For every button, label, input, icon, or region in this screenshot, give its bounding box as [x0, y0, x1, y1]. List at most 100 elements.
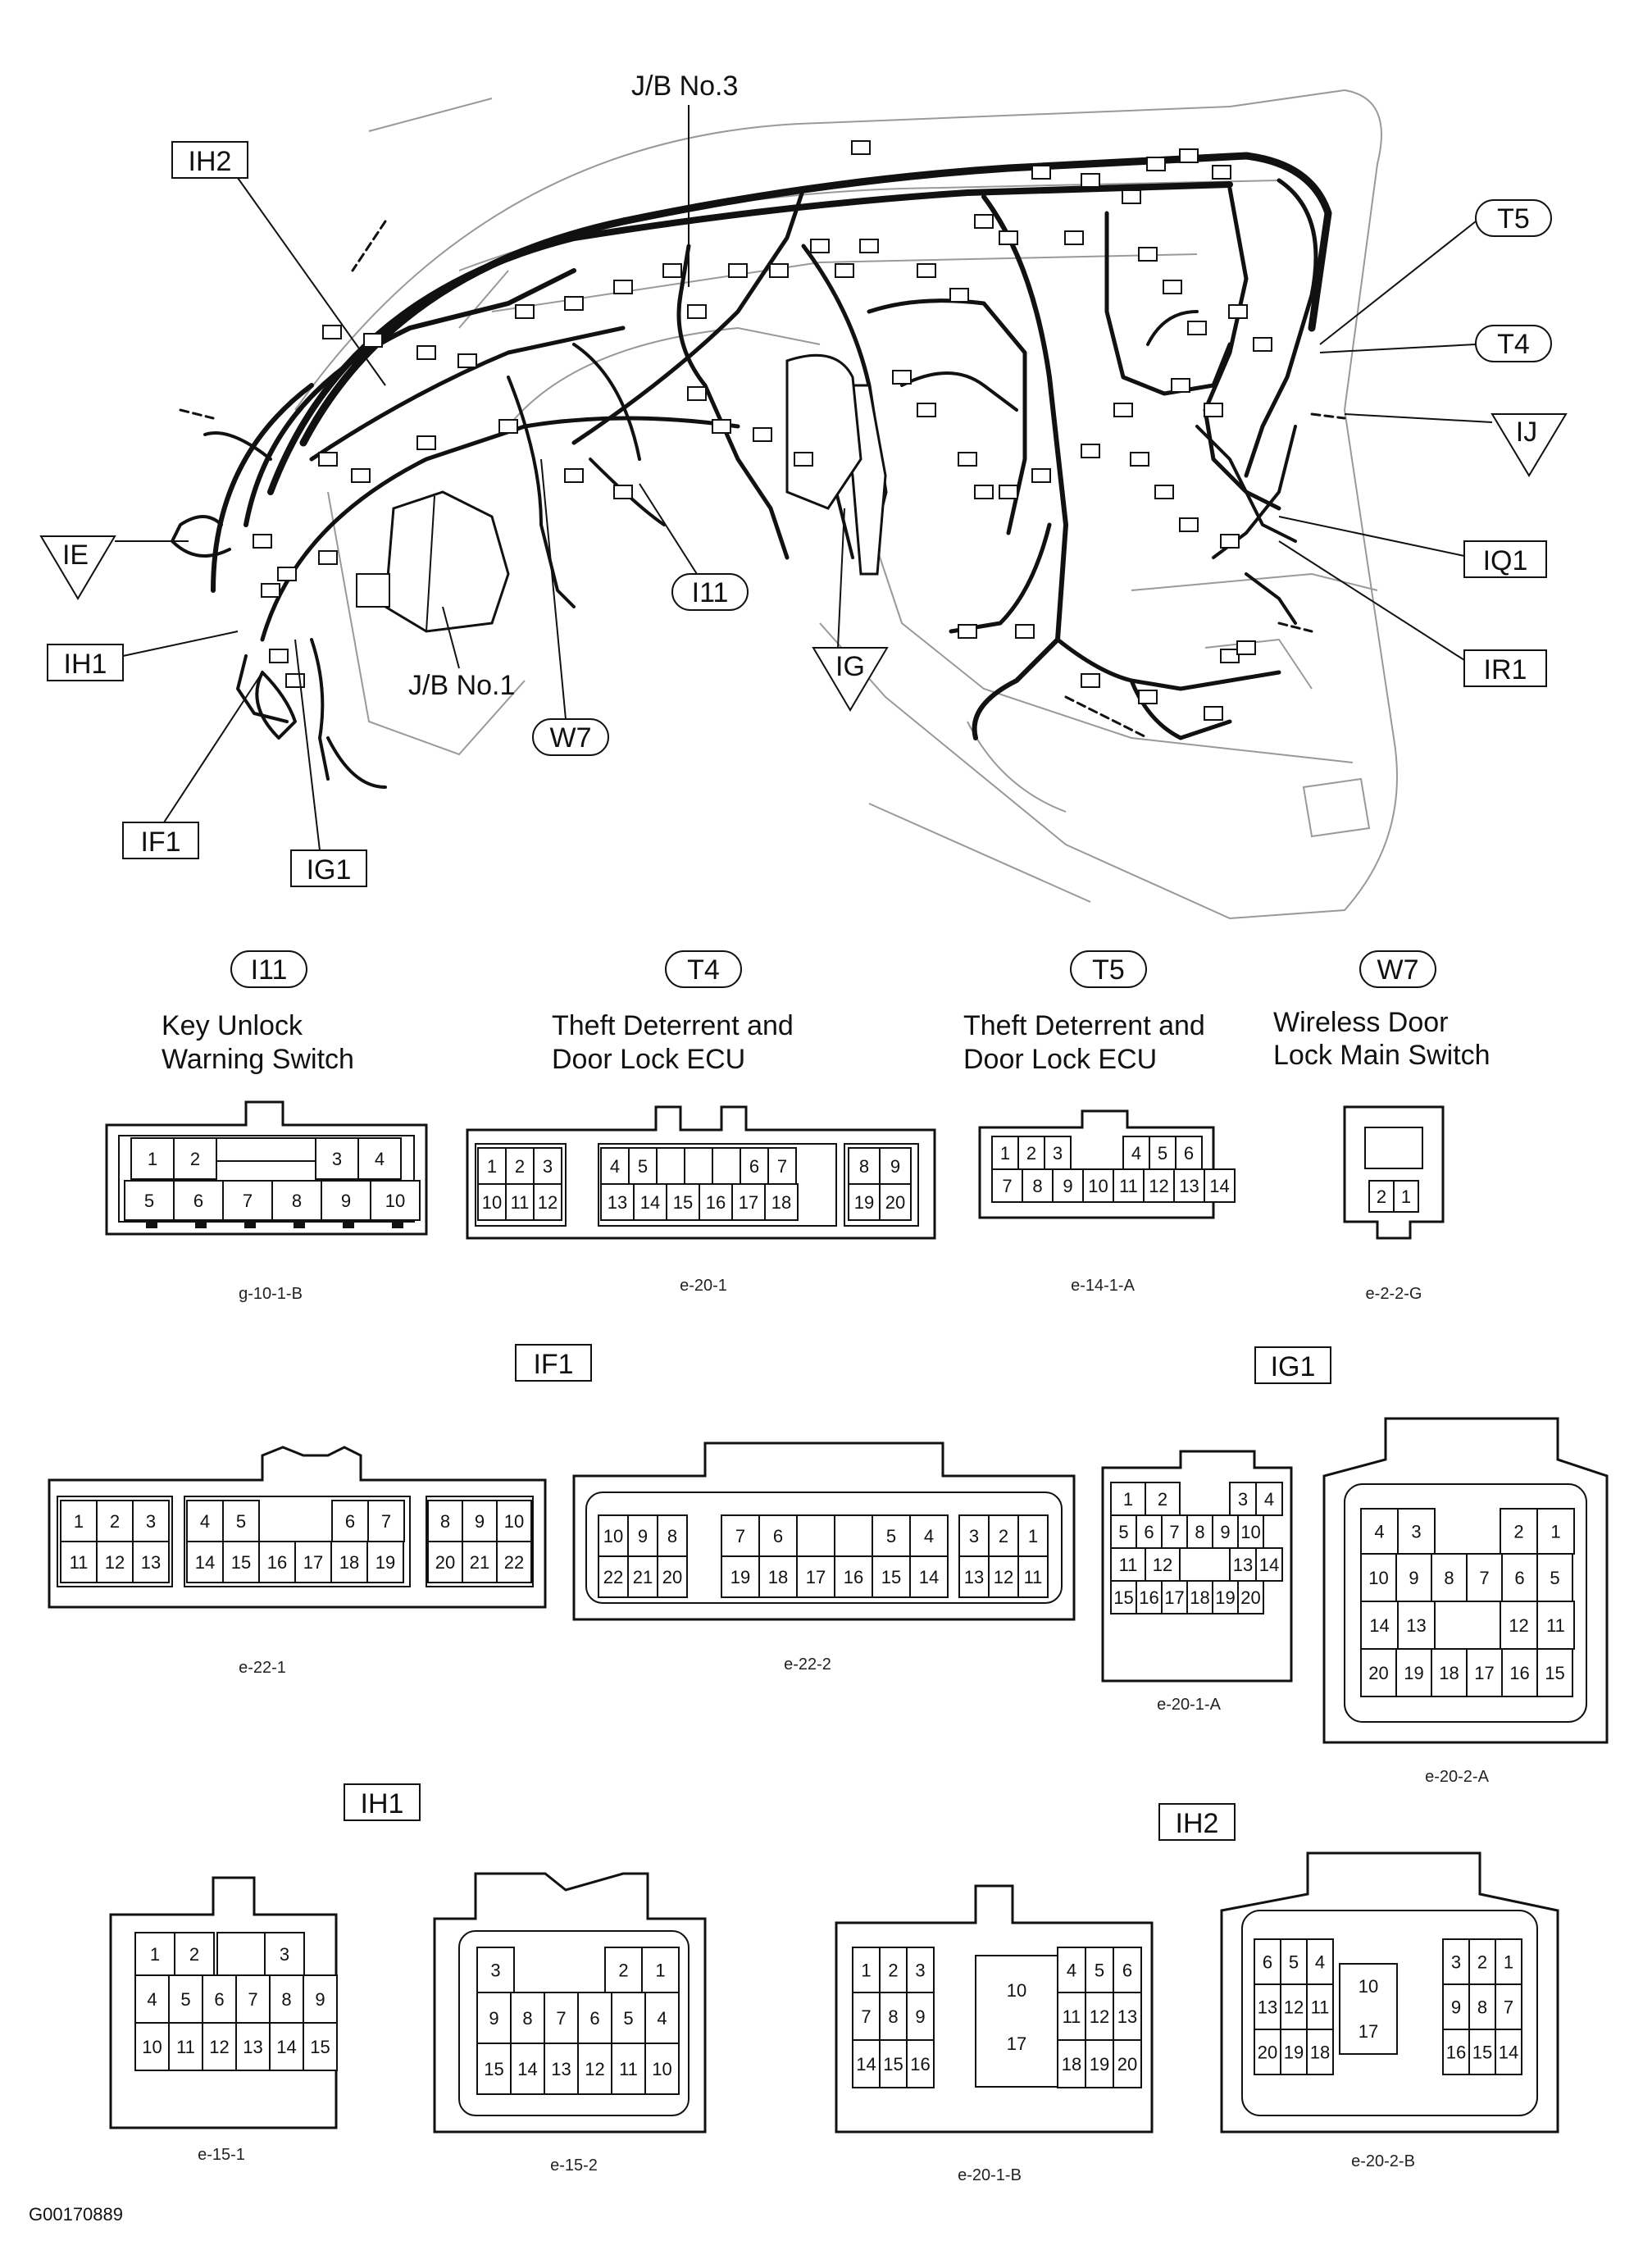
- small-connector: [958, 452, 977, 467]
- if1b-pin: 15: [881, 1567, 901, 1587]
- ig1-tag-box: [290, 849, 367, 887]
- t5-pin: 10: [1088, 1176, 1108, 1196]
- if1b-pin: 4: [924, 1526, 934, 1546]
- if1a-pin: 20: [435, 1552, 455, 1573]
- ig1b-cell: [1431, 1648, 1468, 1697]
- small-connector: [253, 534, 272, 549]
- t4-pin: 14: [640, 1192, 660, 1213]
- ig1-header-tag: [1254, 1346, 1331, 1384]
- ig1a-pin: 14: [1259, 1555, 1279, 1575]
- small-connector: [613, 485, 633, 499]
- connector-i11-latch: [216, 1137, 316, 1162]
- if1b-pin: 6: [773, 1526, 783, 1546]
- ig1a-cell: [1237, 1580, 1264, 1614]
- t4-cell: [633, 1183, 667, 1221]
- ih1a-cell: [264, 1932, 305, 1976]
- small-connector: [1031, 468, 1051, 483]
- connector-ih1a-latch: [216, 1932, 266, 1976]
- label-ij: IJ: [1516, 417, 1537, 448]
- ih1b-pin: 9: [489, 2008, 498, 2029]
- ig1a-cell: [1186, 1514, 1213, 1549]
- ie-triangle: [39, 535, 116, 600]
- ig1a-cell: [1110, 1547, 1146, 1582]
- small-connector: [999, 230, 1018, 245]
- t5-header-label: T5: [1092, 954, 1125, 986]
- t4-cell: [684, 1147, 713, 1185]
- ig1a-cell: [1255, 1482, 1283, 1516]
- ih1a-cell: [134, 2022, 170, 2071]
- t4-pin: 2: [515, 1156, 525, 1177]
- ih2a-pin: 6: [1122, 1961, 1132, 1981]
- small-connector: [917, 403, 936, 417]
- t4-header-label: T4: [687, 954, 720, 986]
- ih2b-pin: 17: [1359, 2021, 1378, 2042]
- ih1a-pin: 11: [176, 2037, 195, 2057]
- small-connector: [261, 583, 280, 598]
- ig1b-pin: 12: [1509, 1615, 1528, 1636]
- t5-title-2: Door Lock ECU: [963, 1044, 1157, 1075]
- small-connector: [753, 427, 772, 442]
- t5-pin: 14: [1209, 1176, 1229, 1196]
- t5-pin: 5: [1158, 1143, 1167, 1164]
- t4-cell: [767, 1147, 797, 1185]
- ih1-code-b: e-15-2: [550, 2156, 598, 2175]
- t4-cell: [656, 1147, 685, 1185]
- ih2b-pin: 13: [1258, 1997, 1277, 2018]
- ih2-header-label: IH2: [1176, 1808, 1219, 1839]
- ih2b-cell: [1306, 1938, 1334, 1985]
- small-connector: [1130, 452, 1149, 467]
- if1b-pin: 16: [844, 1567, 863, 1587]
- if1a-cell: [367, 1500, 405, 1542]
- t5-cell: [1173, 1168, 1205, 1203]
- small-connector: [687, 386, 707, 401]
- if1a-cell: [366, 1541, 404, 1583]
- i11-header-tag: [230, 950, 307, 988]
- if1b-cell: [909, 1514, 949, 1557]
- ih2b-pin: 10: [1359, 1976, 1378, 1997]
- t4-pin: 6: [749, 1156, 759, 1177]
- if1b-pin: 20: [662, 1567, 682, 1587]
- ig1a-cell: [1136, 1580, 1163, 1614]
- w7-header-tag: [1359, 950, 1436, 988]
- ih2b-cell: [1254, 1938, 1281, 1985]
- if1b-cell: [627, 1555, 658, 1598]
- small-connector: [1081, 173, 1100, 188]
- ih2a-pin: 16: [910, 2054, 930, 2074]
- connector-codes: g-10-1-B e-20-1 e-14-1-A e-2-2-G e-22-1 …: [198, 1277, 1489, 2184]
- i11-cell: [173, 1180, 224, 1221]
- t5-pin: 6: [1184, 1143, 1194, 1164]
- small-connector: [515, 304, 535, 319]
- ih2b-pin: 5: [1289, 1952, 1299, 1973]
- connector-i11-tab: [392, 1222, 403, 1228]
- if1a-pin: 4: [200, 1511, 210, 1532]
- ig1b-cell: [1466, 1648, 1503, 1697]
- ih2b-cell: [1468, 2029, 1496, 2075]
- small-connector: [662, 263, 682, 278]
- ih1b-pin: 10: [652, 2059, 671, 2079]
- small-connector: [1220, 534, 1240, 549]
- t5-cell: [1044, 1136, 1072, 1170]
- ig1b-pin: 14: [1369, 1615, 1389, 1636]
- ig1b-pin: 3: [1411, 1522, 1421, 1542]
- ih1b-pin: 4: [657, 2008, 667, 2029]
- t4-pin: 17: [739, 1192, 758, 1213]
- ih2b-pin: 14: [1499, 2043, 1518, 2063]
- ig1b-cell: [1395, 1553, 1432, 1602]
- ig1b-cell: [1536, 1553, 1573, 1602]
- small-connector: [892, 370, 912, 385]
- ig1a-pin: 10: [1240, 1522, 1260, 1542]
- ih1a-cell: [303, 1974, 338, 2024]
- ih1b-pin: 7: [556, 2008, 566, 2029]
- ig1a-pin: 13: [1233, 1555, 1253, 1575]
- connector-i11-tab: [244, 1222, 256, 1228]
- ig1a-pin: 3: [1238, 1489, 1248, 1510]
- connector-ih2b-center: [1339, 1963, 1398, 2055]
- ih1b-cell: [577, 1992, 612, 2044]
- overview-labels: J/B No.3 IH2 IE IH1 IF1 IG1 J/B No.1 W7 …: [39, 71, 1568, 887]
- t5-code: e-14-1-A: [1071, 1277, 1135, 1295]
- if1a-pin: 7: [381, 1511, 391, 1532]
- ih2-code-b: e-20-2-B: [1351, 2152, 1415, 2170]
